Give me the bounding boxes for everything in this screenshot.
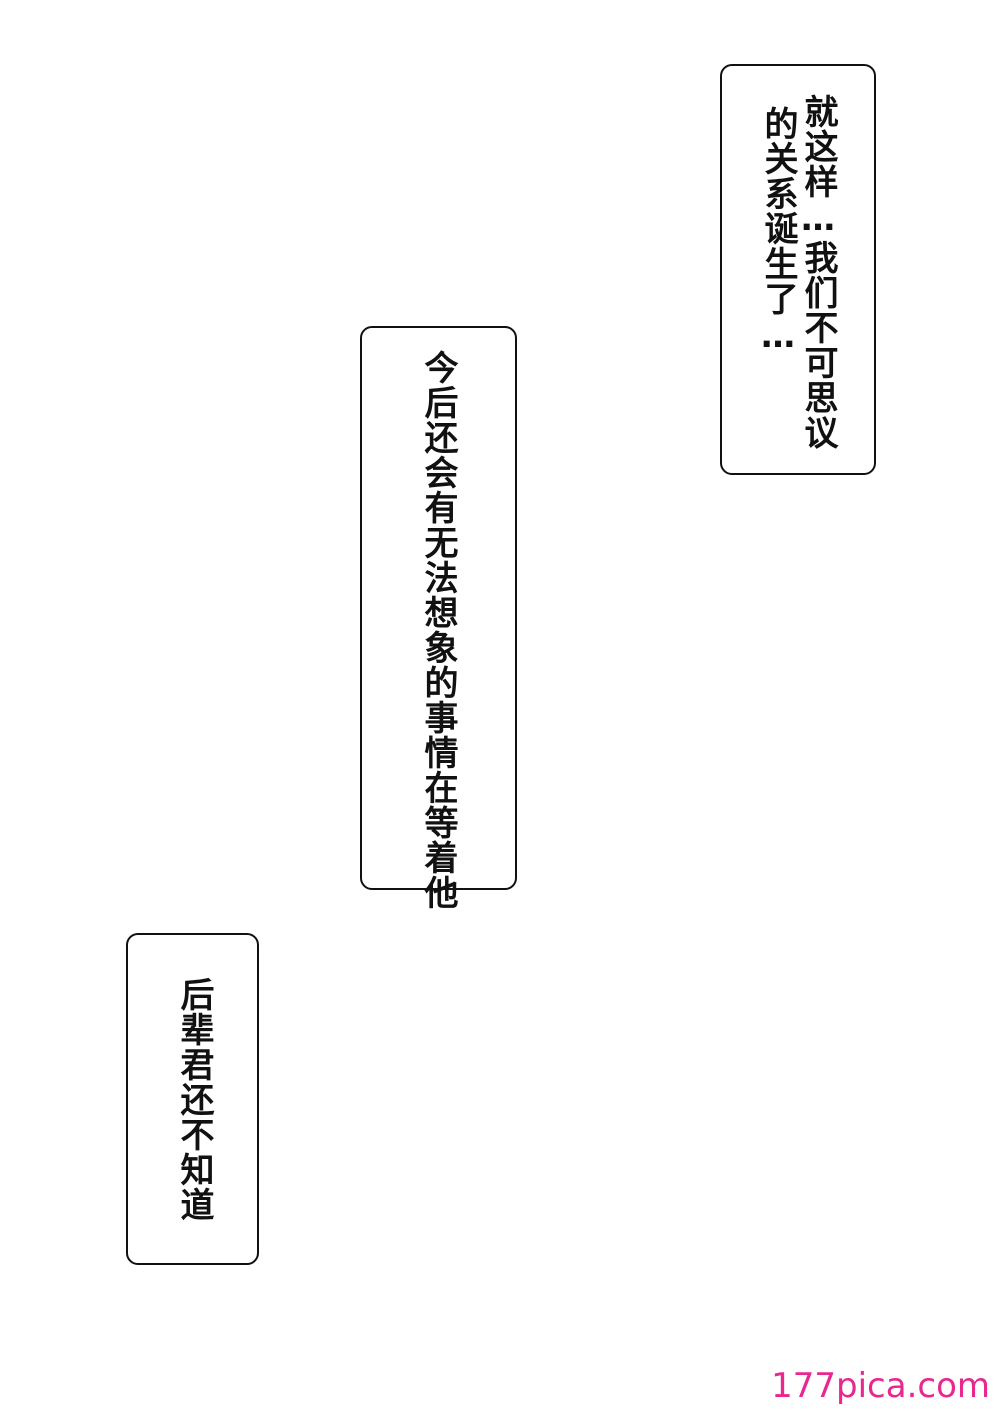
caption-box-1: 就这样…我们不可思议 的关系诞生了… — [720, 64, 876, 475]
caption-1-line-1: 就这样…我们不可思议 — [798, 94, 838, 450]
caption-box-2: 今后还会有无法想象的事情在等着他 — [360, 326, 517, 910]
caption-1-line-2: 的关系诞生了… — [758, 106, 798, 357]
watermark: 177pica.com — [771, 1366, 990, 1406]
caption-box-3: 后辈君还不知道 — [126, 933, 259, 1265]
caption-3-line-1: 后辈君还不知道 — [174, 977, 214, 1222]
caption-2-line-1: 今后还会有无法想象的事情在等着他 — [418, 350, 458, 910]
